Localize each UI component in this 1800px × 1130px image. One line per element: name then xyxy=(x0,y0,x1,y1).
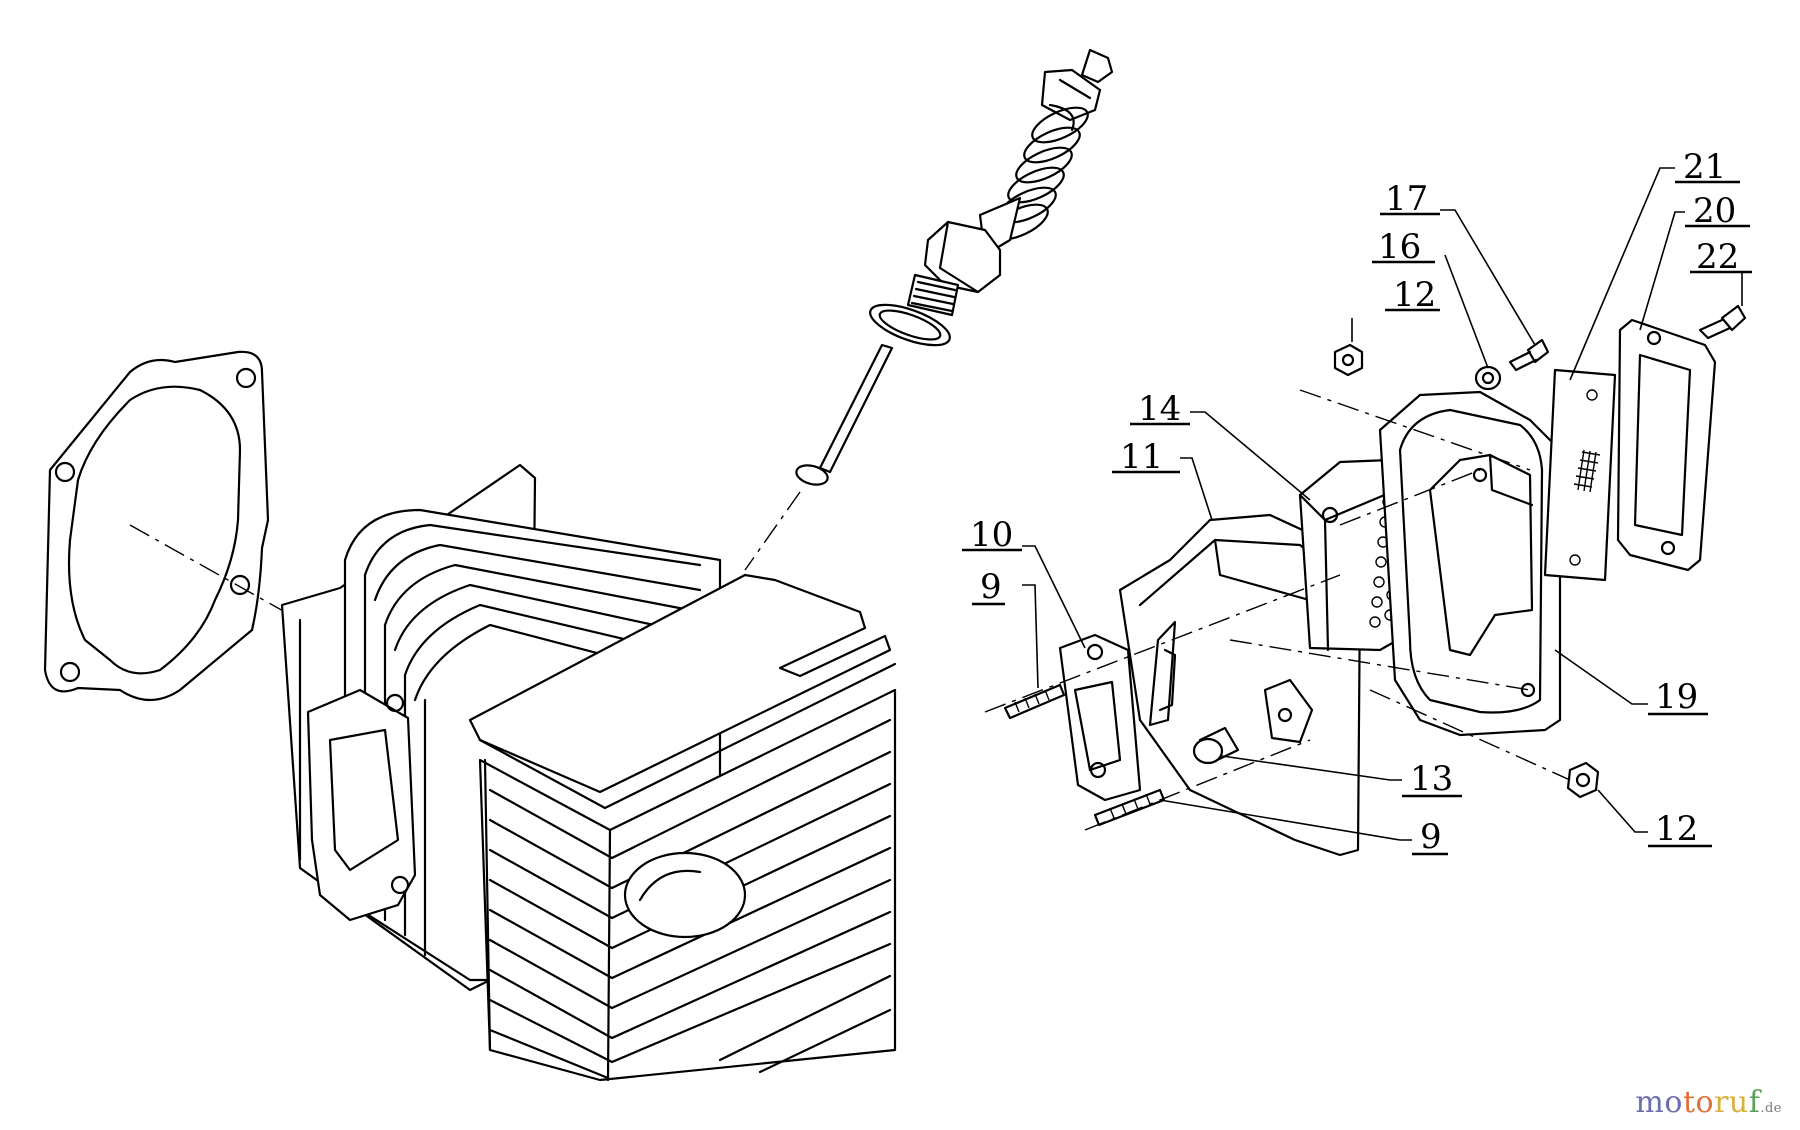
watermark-part-4: f xyxy=(1748,1085,1761,1120)
motoruf-watermark: motoruf.de xyxy=(1635,1085,1782,1120)
callout-label-12-upper: 12 xyxy=(1393,275,1436,315)
nut-12-lower xyxy=(1566,761,1600,799)
screen-mesh xyxy=(1573,449,1601,493)
assembly-axis-lines xyxy=(984,389,1571,831)
callout-12-lower: 12 xyxy=(1597,789,1712,849)
callout-10: 10 xyxy=(962,515,1086,649)
callout-label-13: 13 xyxy=(1410,759,1453,799)
callout-13: 13 xyxy=(1221,755,1462,799)
callout-label-16: 16 xyxy=(1378,227,1421,267)
callout-label-14: 14 xyxy=(1138,389,1181,429)
muffler-rear-housing xyxy=(1378,390,1562,737)
muffler-front-shell xyxy=(1118,513,1362,857)
callout-20: 20 xyxy=(1639,191,1750,331)
screw-22 xyxy=(1698,304,1747,340)
callout-9-upper: 9 xyxy=(972,567,1039,689)
callout-17: 17 xyxy=(1380,179,1536,346)
callout-9-lower: 9 xyxy=(1159,799,1448,857)
watermark-tld: .de xyxy=(1760,1101,1782,1116)
spacer-sleeve xyxy=(1192,726,1240,765)
washer-16 xyxy=(1474,365,1502,391)
callout-label-10: 10 xyxy=(970,515,1013,555)
callout-label-12-lower: 12 xyxy=(1655,809,1698,849)
muffler-gasket xyxy=(1058,633,1142,802)
callout-12-upper: 12 xyxy=(1351,275,1440,342)
spark-arrestor-screen xyxy=(1543,368,1617,582)
callout-14: 14 xyxy=(1130,389,1311,501)
cylinder-base-gasket xyxy=(43,350,270,701)
cover-plate xyxy=(1616,318,1717,572)
callout-label-9-upper: 9 xyxy=(980,567,1002,607)
watermark-part-3: ru xyxy=(1714,1085,1749,1120)
callout-11: 11 xyxy=(1112,437,1213,521)
callout-19: 19 xyxy=(1554,649,1708,717)
valve-axis-line xyxy=(744,491,801,571)
callout-label-17: 17 xyxy=(1385,179,1428,219)
callout-label-21: 21 xyxy=(1683,147,1726,187)
gasket-axis-line xyxy=(129,524,286,613)
watermark-part-1: mo xyxy=(1635,1085,1683,1120)
callout-21: 21 xyxy=(1569,147,1740,381)
callout-label-22: 22 xyxy=(1696,237,1739,277)
callout-label-11: 11 xyxy=(1120,437,1163,477)
watermark-part-2: to xyxy=(1682,1085,1715,1120)
callout-label-20: 20 xyxy=(1693,191,1736,231)
callout-22: 22 xyxy=(1690,237,1752,306)
screw-17 xyxy=(1508,338,1550,372)
nut-12-upper xyxy=(1333,343,1364,377)
callout-label-19: 19 xyxy=(1655,677,1698,717)
decompression-valve xyxy=(795,48,1114,486)
callout-label-9-lower: 9 xyxy=(1420,817,1442,857)
callout-16: 16 xyxy=(1372,227,1489,369)
cylinder-block xyxy=(280,463,897,1082)
